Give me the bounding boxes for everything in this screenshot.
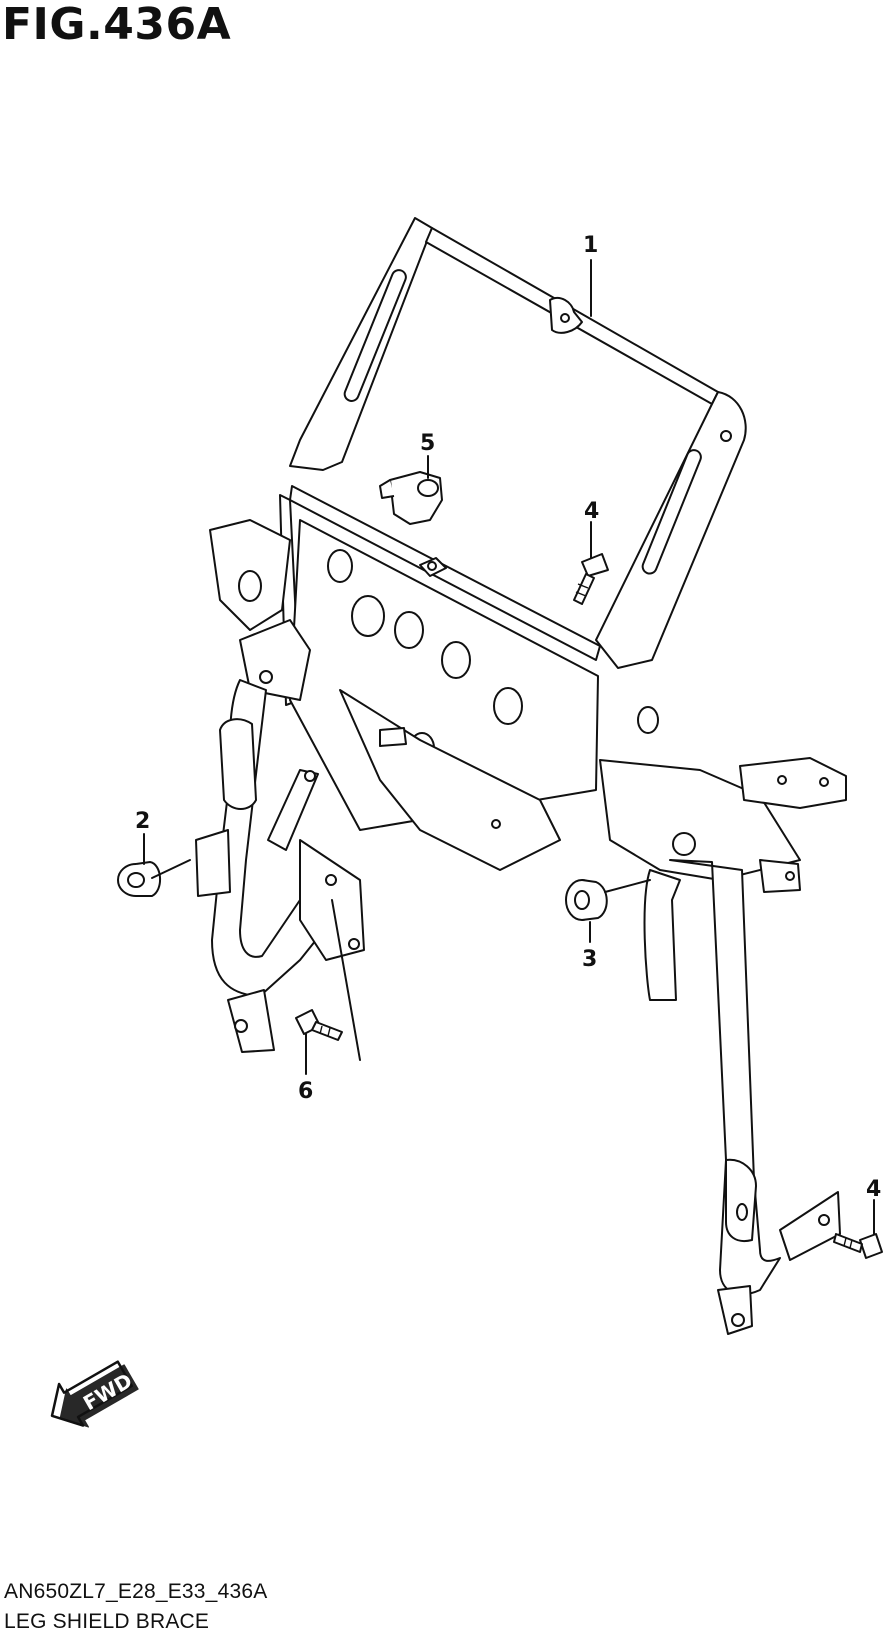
part-5-cushion-drawing	[379, 471, 443, 525]
callout-5: 5	[420, 431, 435, 456]
figure-code: AN650ZL7_E28_E33_436A	[4, 1580, 268, 1603]
callout-6: 6	[298, 1079, 313, 1104]
callout-1: 1	[583, 233, 598, 258]
figure-title: FIG.436A	[2, 0, 232, 50]
part-4-bolt-upper-drawing	[573, 553, 609, 605]
fwd-arrow-icon: FWD	[50, 1360, 139, 1428]
part-6-bolt-drawing	[295, 1009, 343, 1041]
figure-name: LEG SHIELD BRACE	[4, 1610, 210, 1633]
part-2-grommet-drawing	[117, 861, 161, 897]
callout-4-lower: 4	[866, 1177, 881, 1202]
callout-2: 2	[135, 809, 150, 834]
part-4-bolt-lower-drawing	[833, 1233, 883, 1259]
callout-4-upper: 4	[584, 499, 599, 524]
leader-lines	[143, 259, 875, 1235]
brace-frame-drawing	[195, 217, 847, 1335]
callout-3: 3	[582, 947, 597, 972]
part-3-grommet-drawing	[565, 879, 608, 921]
